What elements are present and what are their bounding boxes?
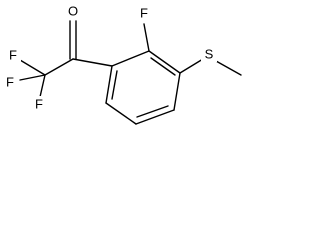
oxygen-atom-label: O bbox=[68, 4, 78, 19]
cf3-bond-left-f bbox=[19, 74, 46, 81]
cf3-fluorine-2-atom-label: F bbox=[6, 75, 14, 90]
ring-fluorine-label-bg bbox=[136, 5, 152, 21]
ring-inner-double-1 bbox=[150, 57, 176, 76]
sulfur-atom-label: S bbox=[205, 47, 214, 62]
ring-bond-3 bbox=[173, 72, 181, 111]
cf3-bond-lower-f bbox=[39, 74, 46, 98]
ring-bond-4 bbox=[135, 109, 175, 125]
ring-inner-double-2 bbox=[136, 105, 169, 118]
ring-bond-1 bbox=[111, 50, 150, 67]
cf3-bond-upper-f bbox=[19, 59, 46, 76]
carbonyl-to-ring-bond bbox=[72, 58, 113, 67]
ring-to-fluorine-bond bbox=[143, 23, 150, 52]
ring-to-sulfur-bond bbox=[179, 58, 204, 74]
oxygen-label-bg bbox=[65, 3, 81, 19]
sulfur-to-methyl-bond bbox=[215, 60, 242, 76]
ring-fluorine-atom-label: F bbox=[140, 6, 148, 21]
ring-bond-2 bbox=[148, 50, 181, 74]
ring-inner-double-3 bbox=[111, 70, 118, 100]
carbonyl-to-cf3-bond bbox=[44, 58, 74, 76]
chemical-structure-diagram: O F S F F F bbox=[2, 3, 242, 125]
atom-label-layer: O F S F F F bbox=[2, 3, 217, 112]
cf3-fluorine-1-label-bg bbox=[5, 47, 21, 63]
cf3-fluorine-3-atom-label: F bbox=[35, 97, 43, 112]
cf3-fluorine-3-label-bg bbox=[31, 96, 47, 112]
cf3-fluorine-2-label-bg bbox=[2, 74, 18, 90]
ring-bond-5 bbox=[105, 102, 137, 125]
sulfur-label-bg bbox=[201, 46, 217, 62]
bond-layer bbox=[19, 20, 242, 125]
cf3-fluorine-1-atom-label: F bbox=[9, 48, 17, 63]
ring-bond-6 bbox=[105, 65, 113, 104]
